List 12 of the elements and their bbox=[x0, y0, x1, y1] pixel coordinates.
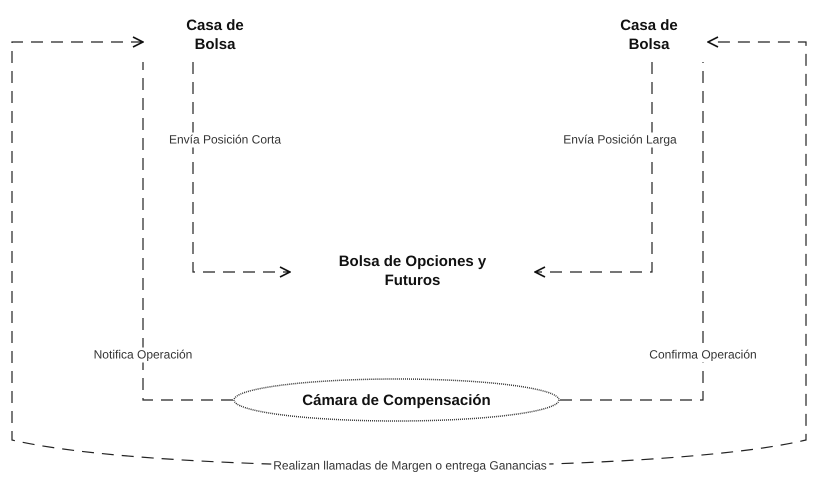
connector-line bbox=[142, 62, 233, 401]
node-label: Cámara de Compensación bbox=[302, 390, 491, 410]
node-label: Casa de Bolsa bbox=[185, 16, 245, 54]
oval-node bbox=[233, 378, 560, 422]
arrow bbox=[192, 62, 291, 278]
edge-label: Notifica Operación bbox=[92, 348, 194, 362]
edge-label: Confirma Operación bbox=[647, 348, 759, 362]
arrow bbox=[534, 62, 653, 278]
node-label: Casa de Bolsa bbox=[619, 16, 679, 54]
node-label: Bolsa de Opciones y Futuros bbox=[338, 252, 488, 290]
connector-line bbox=[560, 62, 704, 401]
edge-label: Realizan llamadas de Margen o entrega Ganancias bbox=[271, 458, 549, 474]
